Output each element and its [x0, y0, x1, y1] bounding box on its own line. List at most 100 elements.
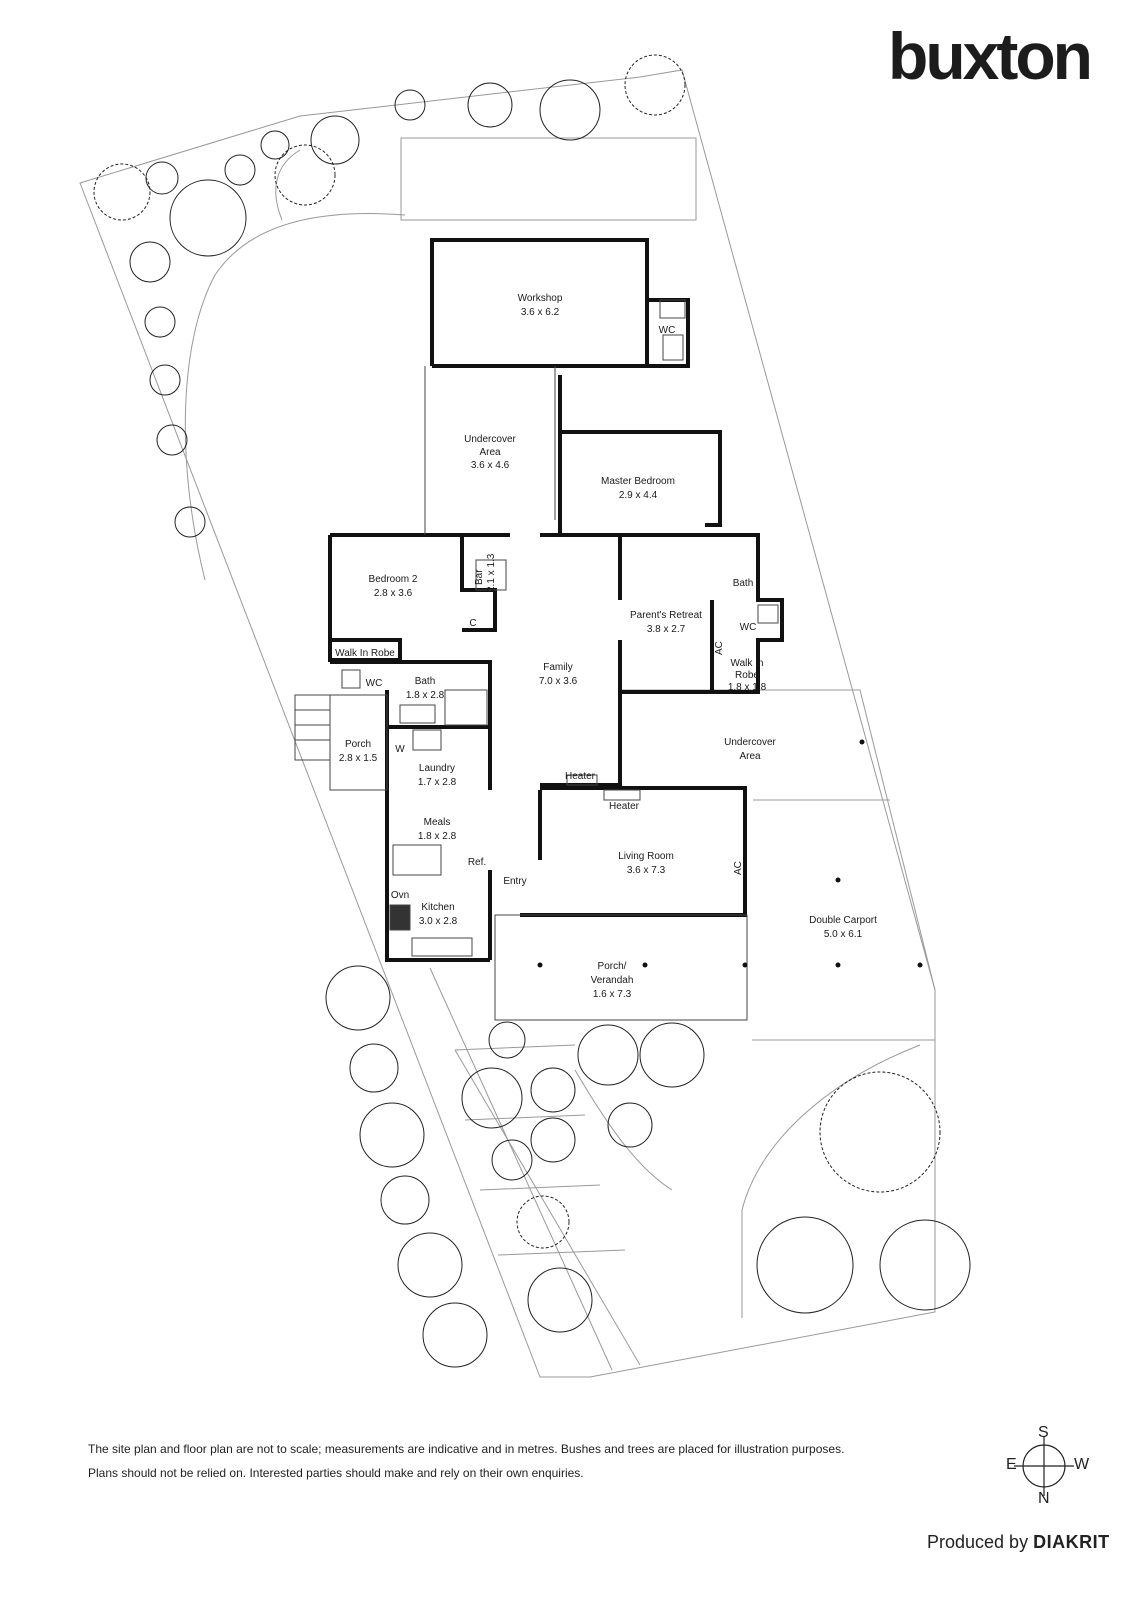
tree — [397, 1232, 463, 1298]
parents-retreat-label: Parent's Retreat — [630, 610, 702, 621]
tree — [639, 1022, 705, 1088]
small-tree — [530, 1067, 576, 1113]
bush — [624, 54, 686, 116]
driveway-curve — [741, 1044, 921, 1318]
tree-column-front — [325, 965, 971, 1368]
undercover-2-label-a: Undercover — [724, 737, 776, 748]
heater-unit-1 — [566, 774, 598, 786]
bush — [93, 163, 151, 221]
bar-counter — [475, 559, 507, 591]
star-plant — [467, 82, 513, 128]
verandah-label-a: Porch/ — [598, 961, 627, 972]
walk-in-robe-2-size: 1.8 x 1.8 — [728, 682, 767, 693]
bath-1-label: Bath — [415, 676, 436, 687]
kitchen-bench — [392, 844, 442, 876]
bath-tub — [444, 689, 488, 726]
entry-label: Entry — [503, 876, 526, 887]
star-plant — [145, 161, 179, 195]
master-bedroom-size: 2.9 x 4.4 — [619, 490, 658, 501]
garden-bed-lines — [454, 1044, 626, 1256]
small-tree — [149, 364, 181, 396]
kitchen-label: Kitchen — [421, 902, 454, 913]
post — [859, 739, 865, 745]
star-plant — [129, 241, 171, 283]
small-tree — [530, 1117, 576, 1163]
verandah-outline — [494, 914, 748, 1021]
wc-2-label: WC — [740, 622, 757, 633]
master-bedroom-label: Master Bedroom — [601, 476, 675, 487]
workshop-walls — [430, 238, 649, 368]
produced-by-prefix: Produced by — [927, 1532, 1029, 1552]
buxton-logo: buxton — [888, 19, 1093, 93]
post — [642, 962, 648, 968]
small-tree — [174, 506, 206, 538]
star-plant — [491, 1139, 533, 1181]
room-labels: Workshop 3.6 x 6.2 WC Undercover Area 3.… — [335, 293, 877, 1000]
ensuite-walls — [710, 533, 784, 694]
master-bedroom-walls — [558, 375, 722, 527]
heater-2-label: Heater — [609, 801, 640, 812]
site-boundary — [79, 69, 936, 1378]
kitchen-size: 3.0 x 2.8 — [419, 916, 458, 927]
family-size: 7.0 x 3.6 — [539, 676, 578, 687]
double-carport-label: Double Carport — [809, 915, 877, 926]
garden-border-2 — [454, 1049, 641, 1366]
ac-1-label: AC — [714, 641, 725, 655]
bedroom2-label: Bedroom 2 — [369, 574, 418, 585]
meals-label: Meals — [424, 817, 451, 828]
star-plant — [607, 1102, 653, 1148]
carport-boundary — [620, 689, 936, 1041]
tree — [539, 79, 601, 141]
bar-size: 2.1 x 1.3 — [486, 553, 497, 592]
small-bush — [224, 154, 256, 186]
side-porch-size: 2.8 x 1.5 — [339, 753, 378, 764]
trees — [93, 54, 971, 1368]
large-tree — [879, 1219, 971, 1311]
garden-path-mid — [574, 1069, 673, 1191]
verandah-label-b: Verandah — [591, 975, 634, 986]
parents-retreat-size: 3.8 x 2.7 — [647, 624, 686, 635]
tree — [310, 115, 360, 165]
toilet — [659, 299, 686, 319]
compass-east: E — [1006, 1456, 1017, 1473]
laundry-size: 1.7 x 2.8 — [418, 777, 457, 788]
wc-1-label: WC — [366, 678, 383, 689]
workshop-size: 3.6 x 6.2 — [521, 307, 560, 318]
workshop-wc-label: WC — [659, 325, 676, 336]
bath-2-label: Bath — [733, 578, 754, 589]
family-label: Family — [543, 662, 572, 673]
laundry-label: Laundry — [419, 763, 455, 774]
heater-1-label: Heater — [565, 771, 596, 782]
vanity — [399, 704, 436, 724]
tree-cluster-topleft — [93, 54, 686, 283]
tree — [422, 1302, 488, 1368]
tree — [325, 965, 391, 1031]
compass — [1014, 1436, 1074, 1496]
bush — [516, 1195, 570, 1249]
sink-bench — [411, 937, 473, 957]
oven-label: Ovn — [391, 890, 409, 901]
double-carport-size: 5.0 x 6.1 — [824, 929, 863, 940]
laundry-tub — [412, 729, 442, 751]
garden-border-1 — [429, 967, 613, 1371]
posts — [537, 739, 923, 968]
produced-by-credit: Produced by DIAKRIT — [927, 1532, 1110, 1553]
tree — [169, 179, 247, 257]
lot-outline — [79, 69, 936, 1378]
post — [835, 877, 841, 883]
post — [742, 962, 748, 968]
post — [835, 962, 841, 968]
large-bush — [819, 1071, 941, 1193]
side-porch-label: Porch — [345, 739, 371, 750]
meals-size: 1.8 x 2.8 — [418, 831, 457, 842]
fridge-label: Ref. — [468, 857, 486, 868]
thin-lines — [294, 299, 779, 1021]
cupboard-label: C — [469, 618, 476, 629]
small-tree — [380, 1175, 430, 1225]
small-tree — [144, 306, 176, 338]
walls — [328, 238, 784, 962]
wc-toilet-1 — [341, 669, 361, 689]
tree — [461, 1067, 523, 1129]
small-bush — [394, 89, 426, 121]
